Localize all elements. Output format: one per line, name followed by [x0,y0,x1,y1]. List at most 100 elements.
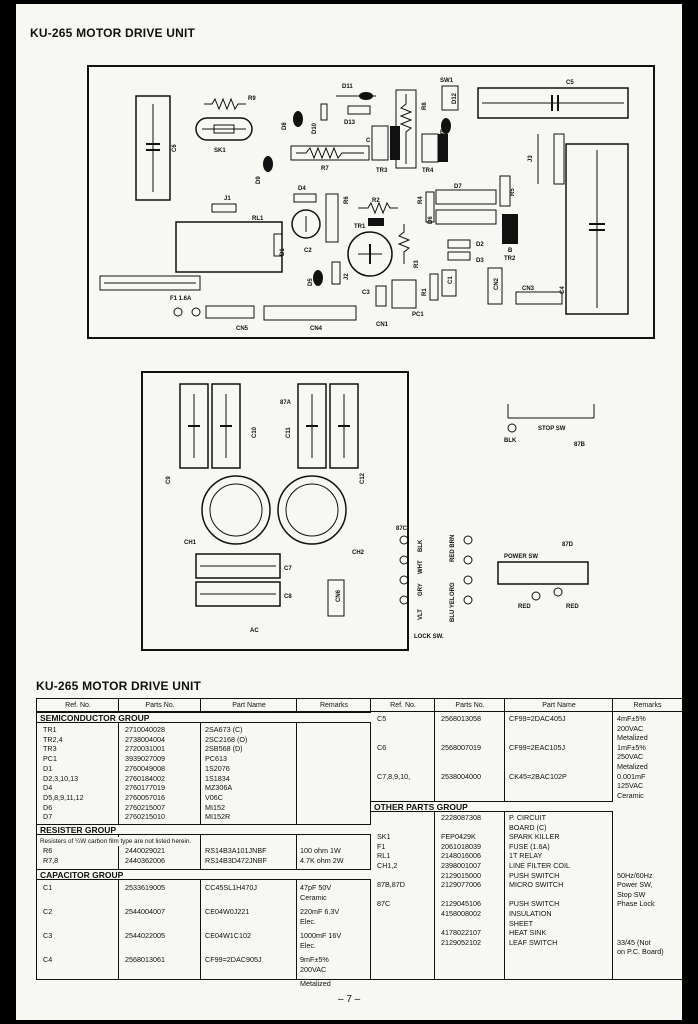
table-cell: 3939027009 [125,754,165,764]
label-r6: R6 [344,196,350,204]
label-d9: D9 [256,176,262,184]
table-cell: Elec. [300,916,316,926]
label-red-1: RED [518,604,531,610]
table-cell: 2738004004 [125,734,165,744]
table-cell: PUSH SWITCH [509,899,560,909]
table-cell: 2061018039 [441,841,481,851]
table-cell: Elec. [300,940,316,950]
label-c5: C5 [566,80,574,86]
label-b-tr4: B [440,154,445,160]
header-parts-no-2: Parts No. [435,699,505,712]
table-cell: PUSH SWITCH [509,870,560,880]
label-d5: D5 [308,278,314,286]
table-cell: 1000mF 16V [300,931,342,940]
table-cell: PC613 [205,754,227,764]
label-blu-yel: BLU YEL [450,596,456,622]
table-cell: 2533619005 [125,883,165,892]
label-rl1: RL1 [252,216,264,222]
table-cell: FEP0429K [441,832,476,842]
label-org: ORG [450,582,456,596]
table-cell: R6 [43,846,53,855]
label-c9: C9 [166,476,172,484]
label-b-tr2: B [508,248,513,254]
table-cell: 1S1834 [205,773,230,783]
table-cell: CK45=2BAC102P [509,771,567,781]
table-cell: C6 [377,742,387,752]
table-cell: RS14B3A101JNBF [205,846,267,855]
table-cell: D1 [43,763,53,773]
label-stop-sw: STOP SW [538,426,566,432]
table-cell: Ceramic [300,892,327,902]
label-pc1: PC1 [412,312,424,318]
table-cell: 2129077006 [441,880,481,890]
table-cell: C3 [43,931,53,940]
semiconductor-group-heading: SEMICONDUCTOR GROUP [37,712,371,723]
label-e-tr4: E [440,130,444,136]
table-cell: 4mF±5% [617,714,646,723]
label-c11: C11 [286,427,292,438]
table-cell: TR3 [43,744,57,754]
label-c10: C10 [252,426,258,438]
table-cell: 1S2076 [205,763,230,773]
label-power-sw: POWER SW [504,554,538,560]
table-cell: 2568013061 [125,955,165,964]
table-cell: TR2,4 [43,734,63,744]
label-87c: 87C [396,526,408,532]
label-r1: R1 [422,288,428,296]
header-ref-no: Ref. No. [37,699,119,712]
table-cell: MI152 [205,802,225,812]
table-cell: on P.C. Board) [617,947,664,957]
table-cell: 2760215007 [125,802,165,812]
table-cell: 2760057016 [125,792,165,802]
label-87d: 87D [562,542,574,548]
table-cell: CF99=2EAC105J [509,742,566,752]
table-cell: HEAT SINK [509,928,547,938]
label-vlt: VLT [418,609,424,620]
table-cell: D6 [43,802,53,812]
header-remarks-2: Remarks [613,699,682,712]
table-cell: 2SB568 (D) [205,744,243,754]
table-cell: 4.7K ohm 2W [300,855,344,865]
table-cell: 200VAC [300,964,327,974]
table-cell: Power SW, [617,880,653,890]
table-cell: 2760215010 [125,812,165,822]
stop-switch-diagram: STOP SW BLK 87B [504,404,595,448]
table-cell: 2544022005 [125,931,165,940]
table-cell: CF99=2DAC905J [205,955,262,964]
label-blk-stop: BLK [504,438,517,444]
table-cell: 2760049008 [125,763,165,773]
label-r7: R7 [321,166,329,172]
table-cell: SK1 [377,832,391,842]
label-r2: R2 [372,198,380,204]
page-number: – 7 – [338,994,361,1005]
table-cell: 100 ohm 1W [300,846,341,855]
label-d7: D7 [454,184,462,190]
label-d10: D10 [312,122,318,134]
table-cell: PC1 [43,754,57,764]
table-cell: 200VAC [617,723,644,733]
table-cell: 250VAC [617,752,644,762]
manual-page: { "page_title": "KU-265 MOTOR DRIVE UNIT… [16,4,682,1020]
table-cell: 2440362006 [125,855,165,865]
label-87b: 87B [574,442,586,448]
table-cell: CE04W0J221 [205,907,250,916]
table-cell: 2720031001 [125,744,165,754]
label-c-tr3: C [366,138,371,144]
label-c2: C2 [304,248,312,254]
label-d8: D8 [282,122,288,130]
table-cell: 2148016006 [441,851,481,861]
header-ref-no-2: Ref. No. [371,699,435,712]
label-f1: F1 1.6A [170,296,192,302]
label-j2: J2 [344,273,350,280]
table-cell: Ceramic [617,790,644,800]
table-cell: CC45SL1H470J [205,883,257,892]
table-cell: 9mF±5% [300,955,329,964]
table-cell: 87C [377,899,391,909]
table-cell: D2,3,10,13 [43,773,79,783]
resister-group-heading: RESISTER GROUP [37,824,371,835]
label-j1: J1 [224,196,231,202]
table-cell: MZ306A [205,783,233,793]
table-cell: RL1 [377,851,391,861]
table-cell: C2 [43,907,53,916]
label-r4: R4 [418,196,424,204]
